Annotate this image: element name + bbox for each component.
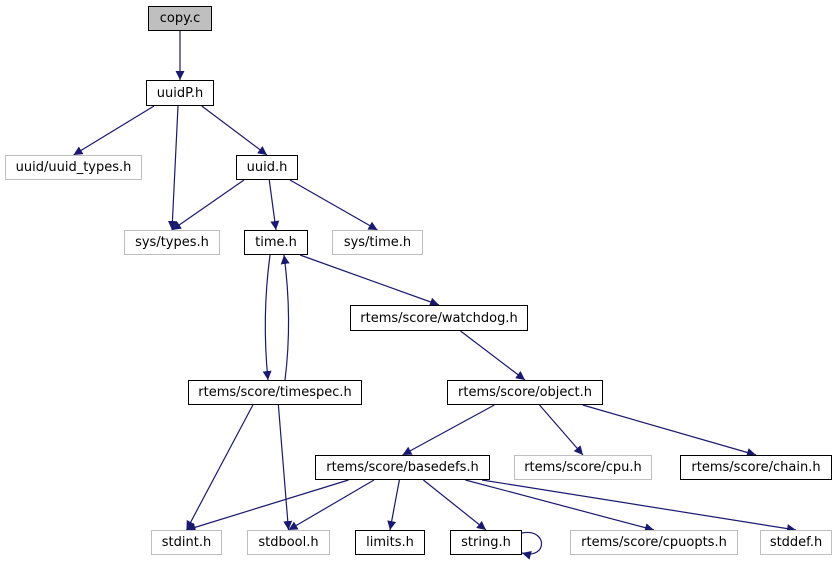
node-systypes: sys/types.h [124,230,220,255]
node-chain[interactable]: rtems/score/chain.h [680,455,832,480]
node-label: rtems/score/chain.h [691,460,821,475]
node-uuid_types: uuid/uuid_types.h [5,155,142,180]
node-uuidP[interactable]: uuidP.h [146,80,214,106]
node-timespec[interactable]: rtems/score/timespec.h [188,380,362,405]
node-copy[interactable]: copy.c [148,6,212,31]
node-label: uuidP.h [156,85,204,101]
edge-timespec-to-time [280,254,290,381]
edge-basedefs-to-stdint [186,479,349,532]
node-label: rtems/score/cpuopts.h [581,535,727,550]
node-label: uuid.h [246,160,288,175]
edge-uuid-to-time [268,179,280,231]
edge-uuidP-to-systypes [167,105,179,231]
edge-object-to-chain [582,404,757,457]
node-string[interactable]: string.h [450,530,522,555]
edge-basedefs-to-stdbool [288,479,375,531]
node-label: stdbool.h [258,535,319,550]
node-label: stddef.h [769,535,823,550]
edge-uuid-to-systypes [171,179,245,231]
node-watchdog[interactable]: rtems/score/watchdog.h [350,305,528,331]
node-label: sys/time.h [343,235,412,250]
node-uuid[interactable]: uuid.h [236,155,298,180]
edge-time-to-watchdog [299,254,440,307]
node-stdbool: stdbool.h [247,530,330,555]
node-limits[interactable]: limits.h [355,530,425,555]
edge-time-to-timespec [262,254,272,381]
edge-basedefs-to-limits [387,479,400,531]
node-label: sys/types.h [135,235,209,250]
node-label: uuid/uuid_types.h [15,160,132,175]
edge-string-to-string [521,531,543,560]
edge-uuidP-to-uuid [201,105,268,156]
node-label: rtems/score/cpu.h [524,460,642,475]
node-systime: sys/time.h [332,230,423,255]
node-stdint: stdint.h [151,530,222,555]
node-time[interactable]: time.h [244,230,308,255]
node-label: limits.h [366,535,414,550]
edge-uuid-to-systime [289,179,378,231]
node-label: string.h [461,535,511,550]
edge-object-to-basedefs [402,404,495,456]
edge-timespec-to-stdint [185,404,254,531]
edge-basedefs-to-cpuopts [465,479,655,533]
edge-watchdog-to-object [460,330,526,381]
node-object[interactable]: rtems/score/object.h [447,380,603,405]
node-label: copy.c [159,11,201,26]
node-label: rtems/score/watchdog.h [360,310,518,326]
node-label: stdint.h [161,535,212,550]
node-cpu: rtems/score/cpu.h [514,455,652,480]
node-label: time.h [255,235,297,250]
edge-basedefs-to-string [423,479,487,531]
edge-basedefs-to-stddef [481,479,797,534]
node-cpuopts: rtems/score/cpuopts.h [570,530,738,555]
edge-uuidP-to-uuid_types [73,105,155,156]
edge-timespec-to-stdbool [277,404,293,531]
node-stddef: stddef.h [760,530,832,555]
node-label: rtems/score/timespec.h [198,385,352,400]
edge-object-to-cpu [539,404,584,456]
node-label: rtems/score/object.h [458,385,592,400]
node-basedefs[interactable]: rtems/score/basedefs.h [315,455,490,480]
node-label: rtems/score/basedefs.h [326,460,479,475]
